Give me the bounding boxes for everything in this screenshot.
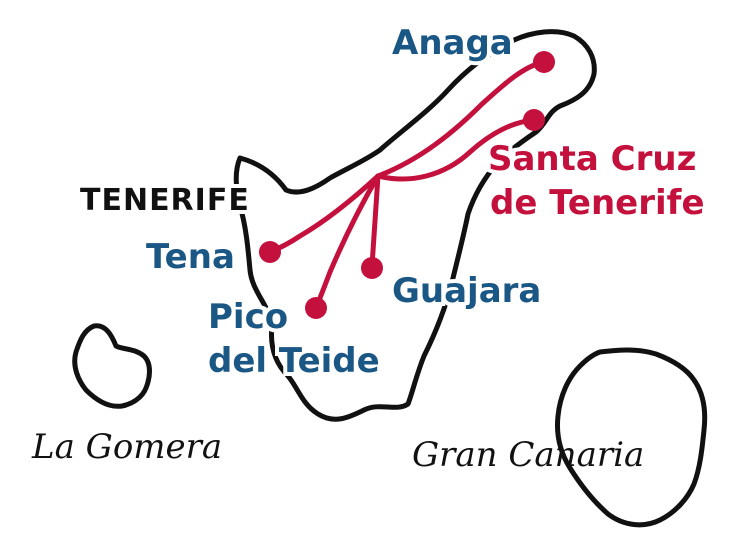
tena-marker — [259, 241, 281, 263]
guajara-marker — [361, 257, 383, 279]
route-santa-cruz — [375, 117, 537, 182]
label-santa-cruz-line2: de Tenerife — [490, 183, 705, 223]
route-guajara — [369, 173, 381, 269]
anaga-marker — [533, 51, 555, 73]
gran-canaria-coastline — [555, 347, 708, 528]
label-anaga: Anaga — [392, 23, 513, 63]
label-pico-line1: Pico — [208, 297, 288, 337]
label-gran-canaria: Gran Canaria — [412, 435, 644, 475]
label-tenerife: TENERIFE — [80, 183, 250, 218]
label-guajara: Guajara — [392, 271, 541, 311]
label-santa-cruz-line1: Santa Cruz — [488, 139, 696, 179]
label-la-gomera: La Gomera — [31, 427, 222, 467]
tenerife-coastline — [233, 29, 597, 422]
la-gomera-coastline — [72, 323, 152, 409]
pico-del-teide-marker — [305, 297, 327, 319]
label-tena: Tena — [146, 237, 235, 277]
route-pico-del-teide — [313, 173, 381, 311]
santa-cruz-marker — [523, 109, 545, 131]
route-anaga — [375, 59, 547, 179]
label-pico-line2: del Teide — [208, 341, 380, 381]
